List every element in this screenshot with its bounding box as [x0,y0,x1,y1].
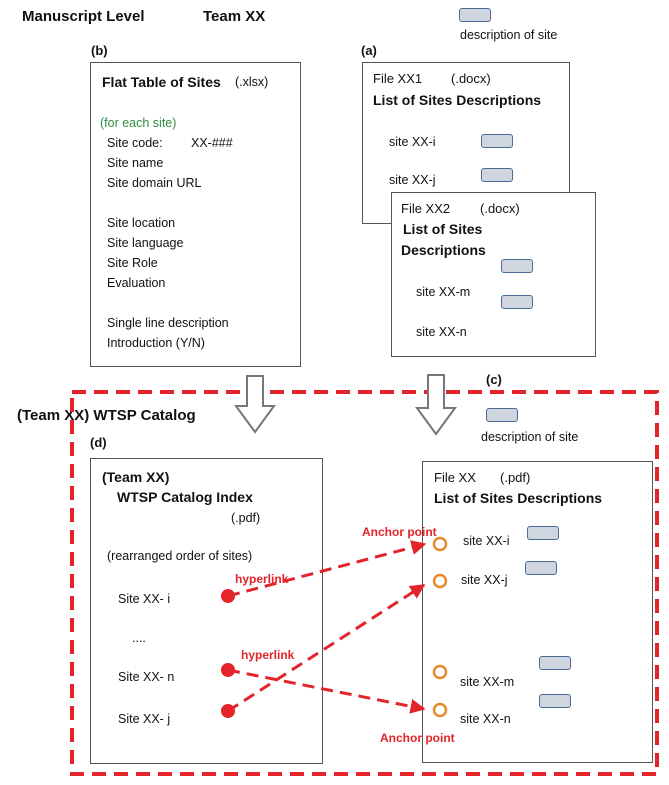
index-site-xx-i[interactable]: Site XX- i [118,592,171,606]
anchor-circle-xx-m [432,664,448,680]
index-ellipsis: .... [132,631,146,645]
file-xx2-site-m-description [501,295,533,309]
anchor-point-label-top: Anchor point [362,525,437,539]
site-code-label: Site code: [107,136,163,150]
arrow-a-to-c [415,374,457,436]
flat-table-title: Flat Table of Sites [102,74,221,90]
tag-b: (b) [91,43,108,58]
catalog-site-xx-j: site XX-j [461,573,508,587]
catalog-descriptions-panel: File XX (.pdf) List of Sites Description… [422,461,653,763]
file-xx1-site-j: site XX-j [389,173,436,187]
anchor-point-label-bottom: Anchor point [380,731,455,745]
file-xx2-title-line2: Descriptions [401,242,486,258]
file-xx2-title-line1: List of Sites [403,221,483,237]
anchor-circle-xx-j [432,573,448,589]
flat-table-ext: (.xlsx) [235,75,269,89]
field-introduction: Introduction (Y/N) [107,336,205,350]
anchor-circle-xx-n [432,702,448,718]
file-xx2-site-m: site XX-m [416,285,471,299]
field-single-line-description: Single line description [107,316,229,330]
tag-c: (c) [486,372,502,387]
catalog-index-panel: (Team XX) WTSP Catalog Index (.pdf) (rea… [90,458,323,764]
file-xx2-site-n: site XX-n [416,325,467,339]
flat-table-panel: Flat Table of Sites (.xlsx) (for each si… [90,62,301,367]
tag-d: (d) [90,435,107,450]
file-xx1-title: List of Sites Descriptions [373,92,542,108]
catalog-legend-label: description of site [481,430,579,444]
file-xx1-site-j-description [481,168,513,182]
link-xx-n [227,668,426,714]
field-evaluation: Evaluation [107,276,166,290]
catalog-title: (Team XX) WTSP Catalog [17,407,196,424]
link-xx-j [227,583,426,713]
source-dot-xx-n [221,663,235,677]
link-xx-i [227,540,427,598]
catalog-site-xx-i: site XX-i [463,534,510,548]
manuscript-level-label: Manuscript Level [22,8,145,25]
file-xx2-ext: (.docx) [480,201,520,216]
field-site-language: Site language [107,236,184,250]
for-each-site-label: (for each site) [100,116,177,130]
catalog-file-title: List of Sites Descriptions [434,490,603,506]
field-site-domain-url: Site domain URL [107,176,202,190]
field-site-location: Site location [107,216,176,230]
catalog-site-j-description [525,561,557,575]
source-dot-xx-j [221,704,235,718]
field-site-role: Site Role [107,256,158,270]
catalog-site-xx-m: site XX-m [460,675,515,689]
tag-a: (a) [361,43,377,58]
site-description-legend-box [459,8,491,22]
catalog-file-name: File XX [434,470,476,485]
file-xx2-name: File XX2 [401,201,451,216]
catalog-index-title: WTSP Catalog Index [117,489,253,505]
legend-description-label: description of site [460,28,558,42]
catalog-index-team: (Team XX) [102,469,170,485]
arrow-b-to-d [234,375,276,434]
anchor-circle-xx-i [432,536,448,552]
file-xx2-header-description [501,259,533,273]
catalog-file-ext: (.pdf) [500,470,531,485]
catalog-boundary [70,390,659,776]
field-site-name: Site name [107,156,164,170]
file-xx1-site-i-description [481,134,513,148]
catalog-legend-box [486,408,518,422]
index-site-xx-j[interactable]: Site XX- j [118,712,171,726]
team-label: Team XX [203,8,266,25]
catalog-site-m-description [539,656,571,670]
site-code-value: XX-### [191,136,233,150]
file-xx1-site-i: site XX-i [389,135,436,149]
catalog-site-xx-n: site XX-n [460,712,511,726]
index-site-xx-n[interactable]: Site XX- n [118,670,175,684]
file-xx1-name: File XX1 [373,71,423,86]
rearranged-order-note: (rearranged order of sites) [107,549,253,563]
source-dot-xx-i [221,589,235,603]
catalog-site-n-description [539,694,571,708]
file-xx1-ext: (.docx) [451,71,491,86]
file-xx2-panel: File XX2 (.docx) List of Sites Descripti… [391,192,596,357]
catalog-site-i-description [527,526,559,540]
catalog-index-ext: (.pdf) [231,511,261,525]
hyperlink-label-2: hyperlink [241,648,295,662]
